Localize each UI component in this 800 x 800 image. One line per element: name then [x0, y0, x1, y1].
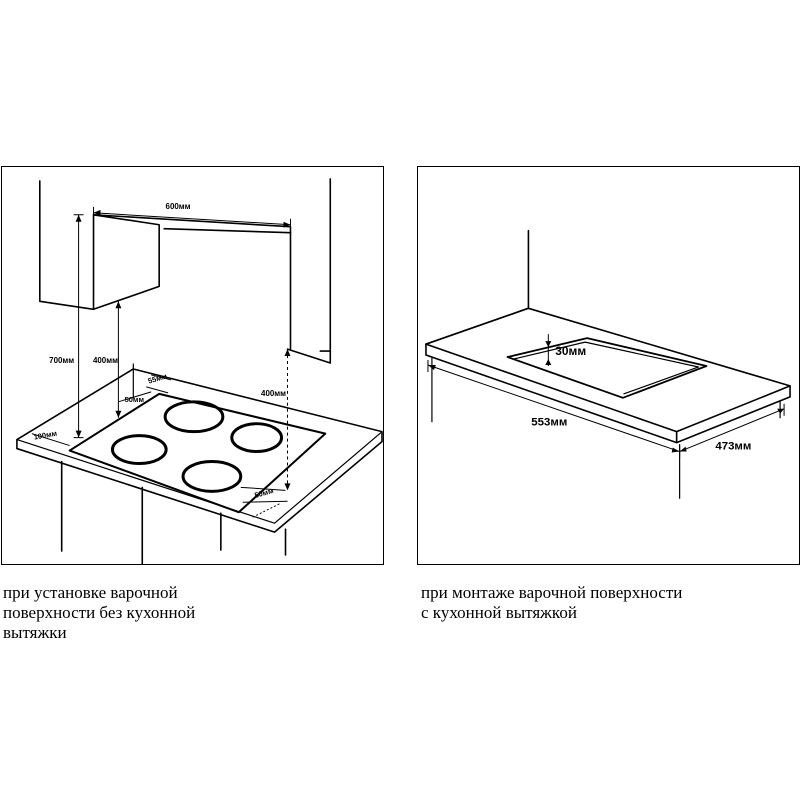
dim-600mm: 600мм: [166, 202, 191, 211]
dim-30mm: 30мм: [555, 344, 586, 358]
wall-cabinet-right: [286, 178, 332, 364]
caption-without-hood: при установке варочной поверхности без к…: [3, 583, 196, 642]
dim-400mm-right: 400мм: [261, 389, 286, 398]
countertop: [16, 368, 383, 533]
dim-50mm-side: 50мм: [125, 395, 144, 404]
countertop: [425, 307, 791, 433]
cutout: [506, 337, 708, 399]
dim-100mm: 100мм: [33, 429, 58, 442]
diagram-left-svg: 600мм 700мм 400мм 400мм 55мм 50мм 100мм …: [16, 178, 383, 564]
installation-diagram-without-hood: 600мм 700мм 400мм 400мм 55мм 50мм 100мм …: [1, 166, 384, 565]
dim-473mm: 473мм: [715, 441, 751, 453]
dim-700mm: 700мм: [49, 356, 74, 365]
caption-with-hood: при монтаже варочной поверхности с кухон…: [421, 583, 683, 622]
burner-back-right: [230, 422, 284, 454]
burner-front-right: [181, 460, 243, 493]
installation-diagram-with-hood: 30мм 553мм 473мм: [417, 166, 800, 565]
burner-back-left: [163, 400, 225, 434]
dim-553mm: 553мм: [531, 417, 567, 429]
hob-outline: [68, 392, 327, 514]
diagram-right-svg: 30мм 553мм 473мм: [425, 229, 791, 499]
burner-front-left: [110, 434, 168, 465]
dim-400mm-cabinet: 400мм: [93, 356, 118, 365]
wall-cabinet-left: [39, 180, 160, 311]
